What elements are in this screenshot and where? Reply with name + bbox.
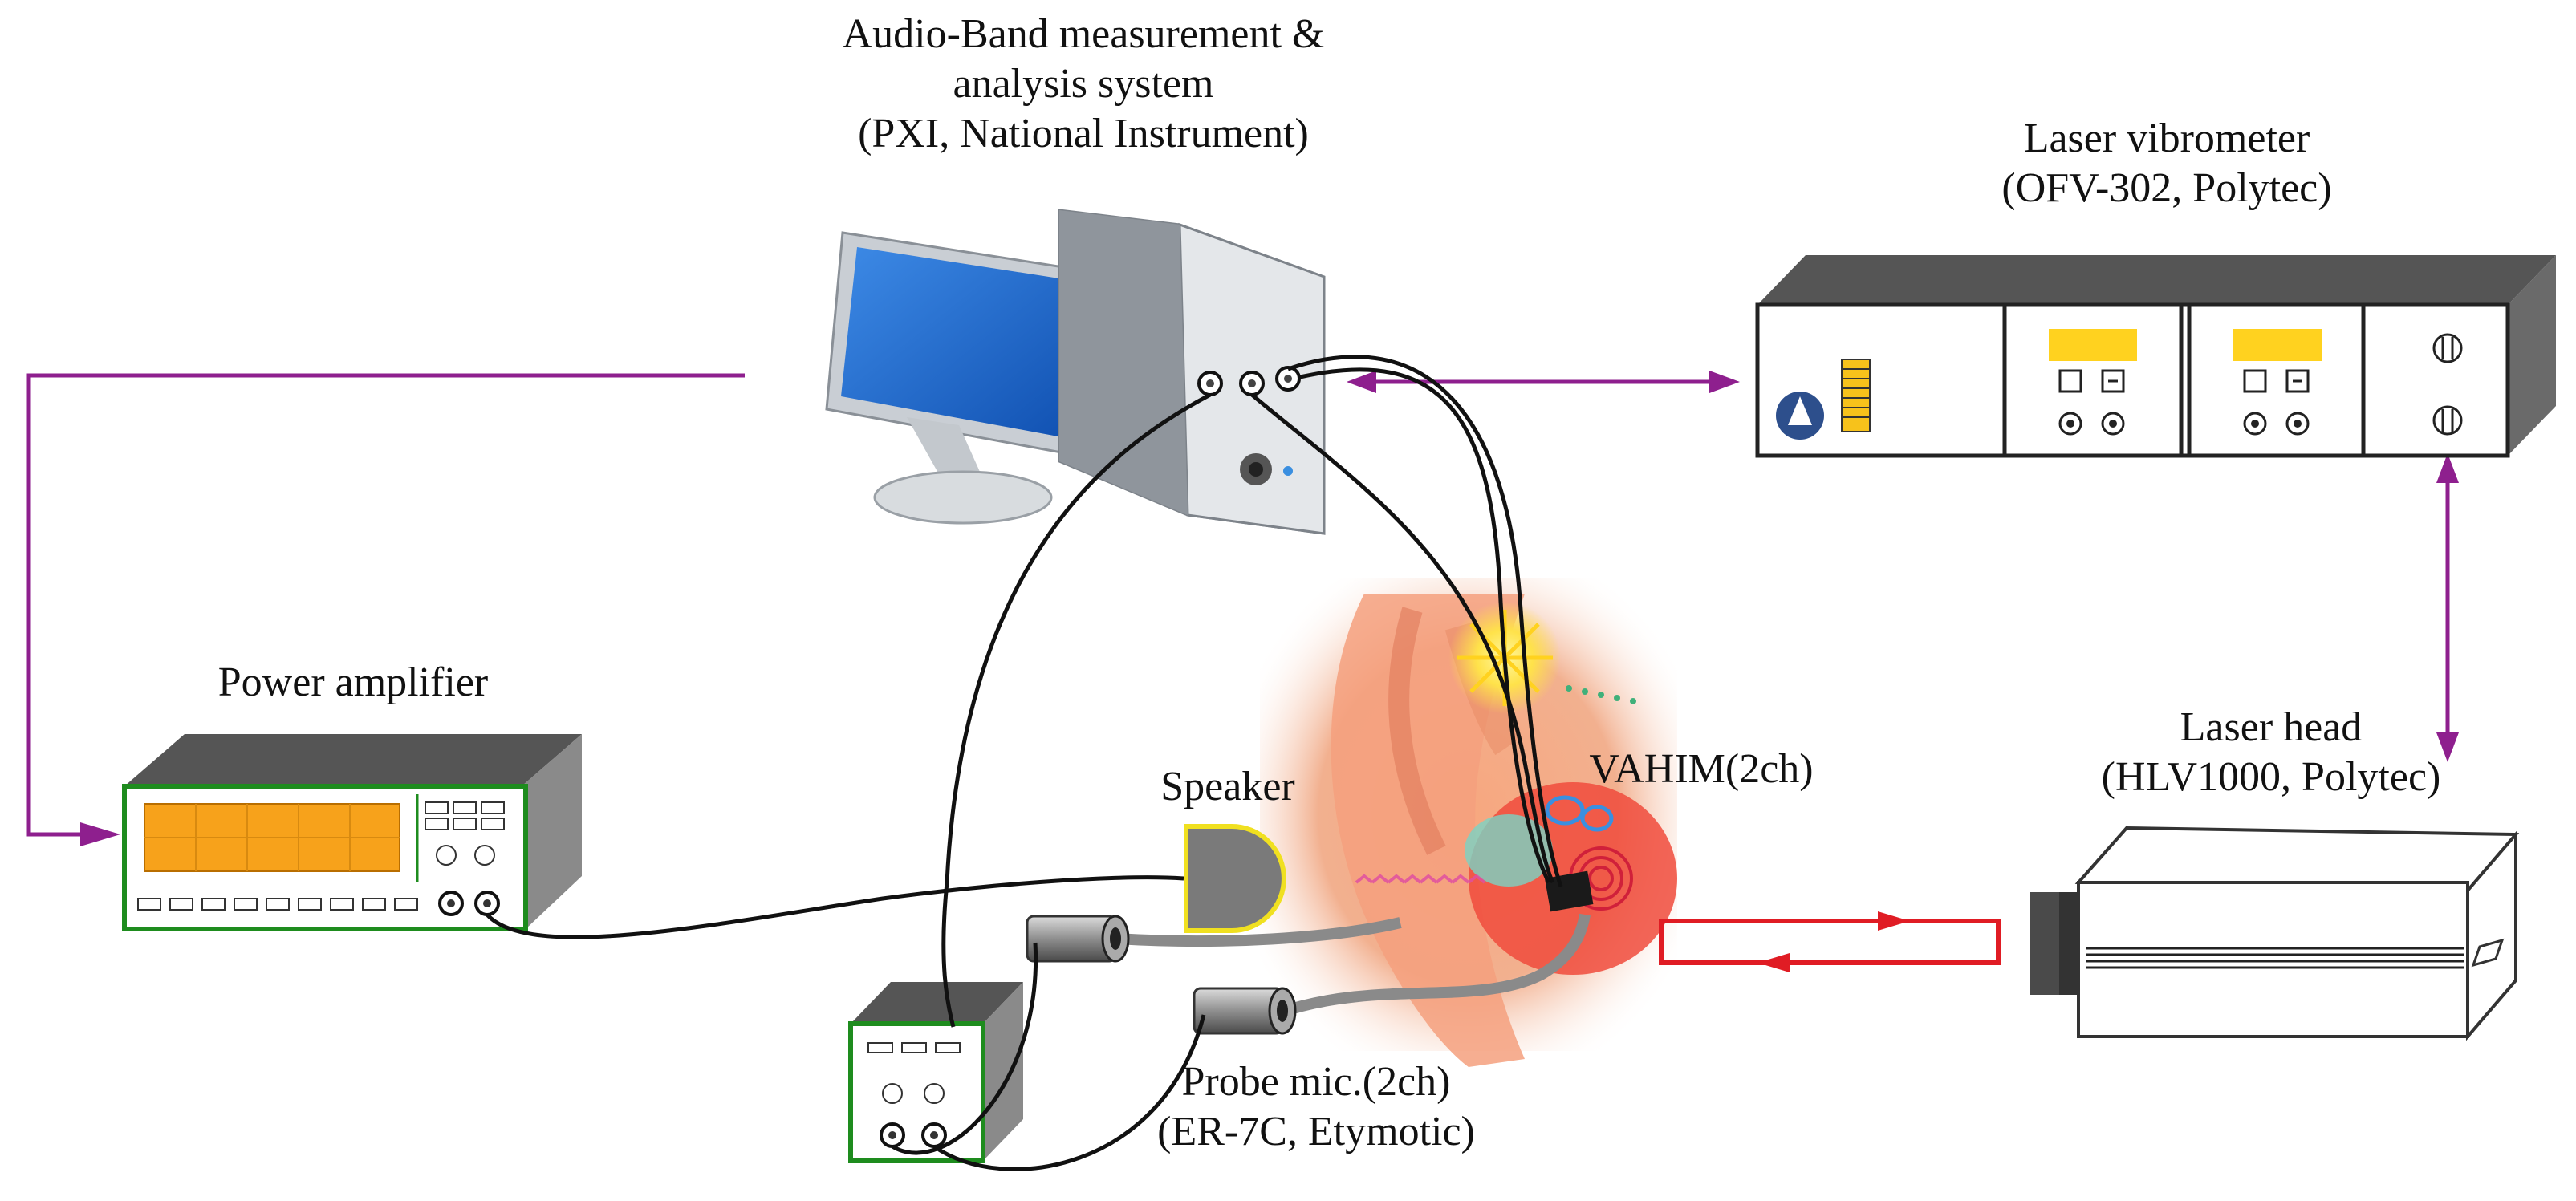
pxi-label: Audio-Band measurement & analysis system… (770, 10, 1396, 159)
cable-pxi-implant-2 (1287, 355, 1563, 887)
beam-arrow-out (1878, 911, 1910, 931)
vibrometer-label-line1: Laser vibrometer (2023, 116, 2310, 161)
arrowhead-head-down (2436, 732, 2459, 762)
probe-mic-label: Probe mic.(2ch) (ER-7C, Etymotic) (1123, 1057, 1509, 1157)
pxi-label-line1: Audio-Band measurement & (842, 11, 1325, 57)
vahim-implant (1544, 870, 1594, 912)
probe-microphone-icon (1026, 915, 1402, 963)
probe-mic-label-line1: Probe mic.(2ch) (1181, 1059, 1451, 1105)
cable-pxi-implant-3 (1299, 367, 1551, 884)
cable-micamp-mic1 (891, 942, 1038, 1155)
laser-head-label-line1: Laser head (2180, 704, 2363, 750)
vibrometer-label: Laser vibrometer (OFV-302, Polytec) (1950, 114, 2383, 213)
vahim-label: VAHIM(2ch) (1589, 746, 1814, 792)
arrowhead-vib-up (2436, 453, 2459, 483)
cables (486, 355, 1563, 1171)
cable-amp-speaker (486, 875, 1184, 939)
lens-barrel (2056, 892, 2080, 995)
laser-head-unit (2030, 826, 2520, 1041)
vibrometer-display-2 (2233, 329, 2322, 361)
pxi-label-line3: (PXI, National Instrument) (858, 111, 1309, 156)
cable-pxi-mic-amp (941, 392, 1212, 1028)
semicircular-canals (1545, 795, 1614, 832)
arrowhead-pxi (1347, 371, 1376, 393)
arrowhead-vibrometer (1709, 371, 1740, 393)
vibrometer-label-line2: (OFV-302, Polytec) (2001, 165, 2332, 211)
beam-arrow-in (1757, 953, 1790, 972)
power-amplifier-unit (122, 734, 582, 931)
laser-beam (1659, 911, 2001, 972)
arrowhead-amplifier (80, 822, 120, 846)
laser-vibrometer-unit (1755, 255, 2556, 458)
arrowheads (80, 371, 2459, 846)
vibrometer-display-1 (2049, 329, 2137, 361)
cable-micamp-mic2 (932, 1014, 1206, 1171)
pxi-label-line2: analysis system (953, 61, 1214, 107)
monitor-screen (841, 247, 1085, 440)
laser-head-label-line2: (HLV1000, Polytec) (2101, 754, 2441, 800)
sound-wave-marks (1355, 874, 1486, 884)
probe-microphone-icon-2 (1193, 913, 1591, 1035)
desktop-computer-icon (825, 209, 1326, 535)
probe-mic-amplifier-unit (848, 982, 1023, 1163)
signal-arrows (26, 373, 2450, 837)
pxi-to-amplifier-arrow (26, 373, 745, 837)
level-meter (1841, 359, 1871, 432)
cable-pxi-implant-1 (1250, 393, 1555, 884)
power-amplifier-label: Power amplifier (217, 659, 489, 705)
dotted-trace (1566, 685, 1636, 704)
laser-head-label: Laser head (HLV1000, Polytec) (2054, 703, 2488, 802)
speaker-label: Speaker (1160, 764, 1295, 809)
speaker-icon (1184, 824, 1286, 933)
probe-mic-label-line2: (ER-7C, Etymotic) (1157, 1109, 1475, 1154)
